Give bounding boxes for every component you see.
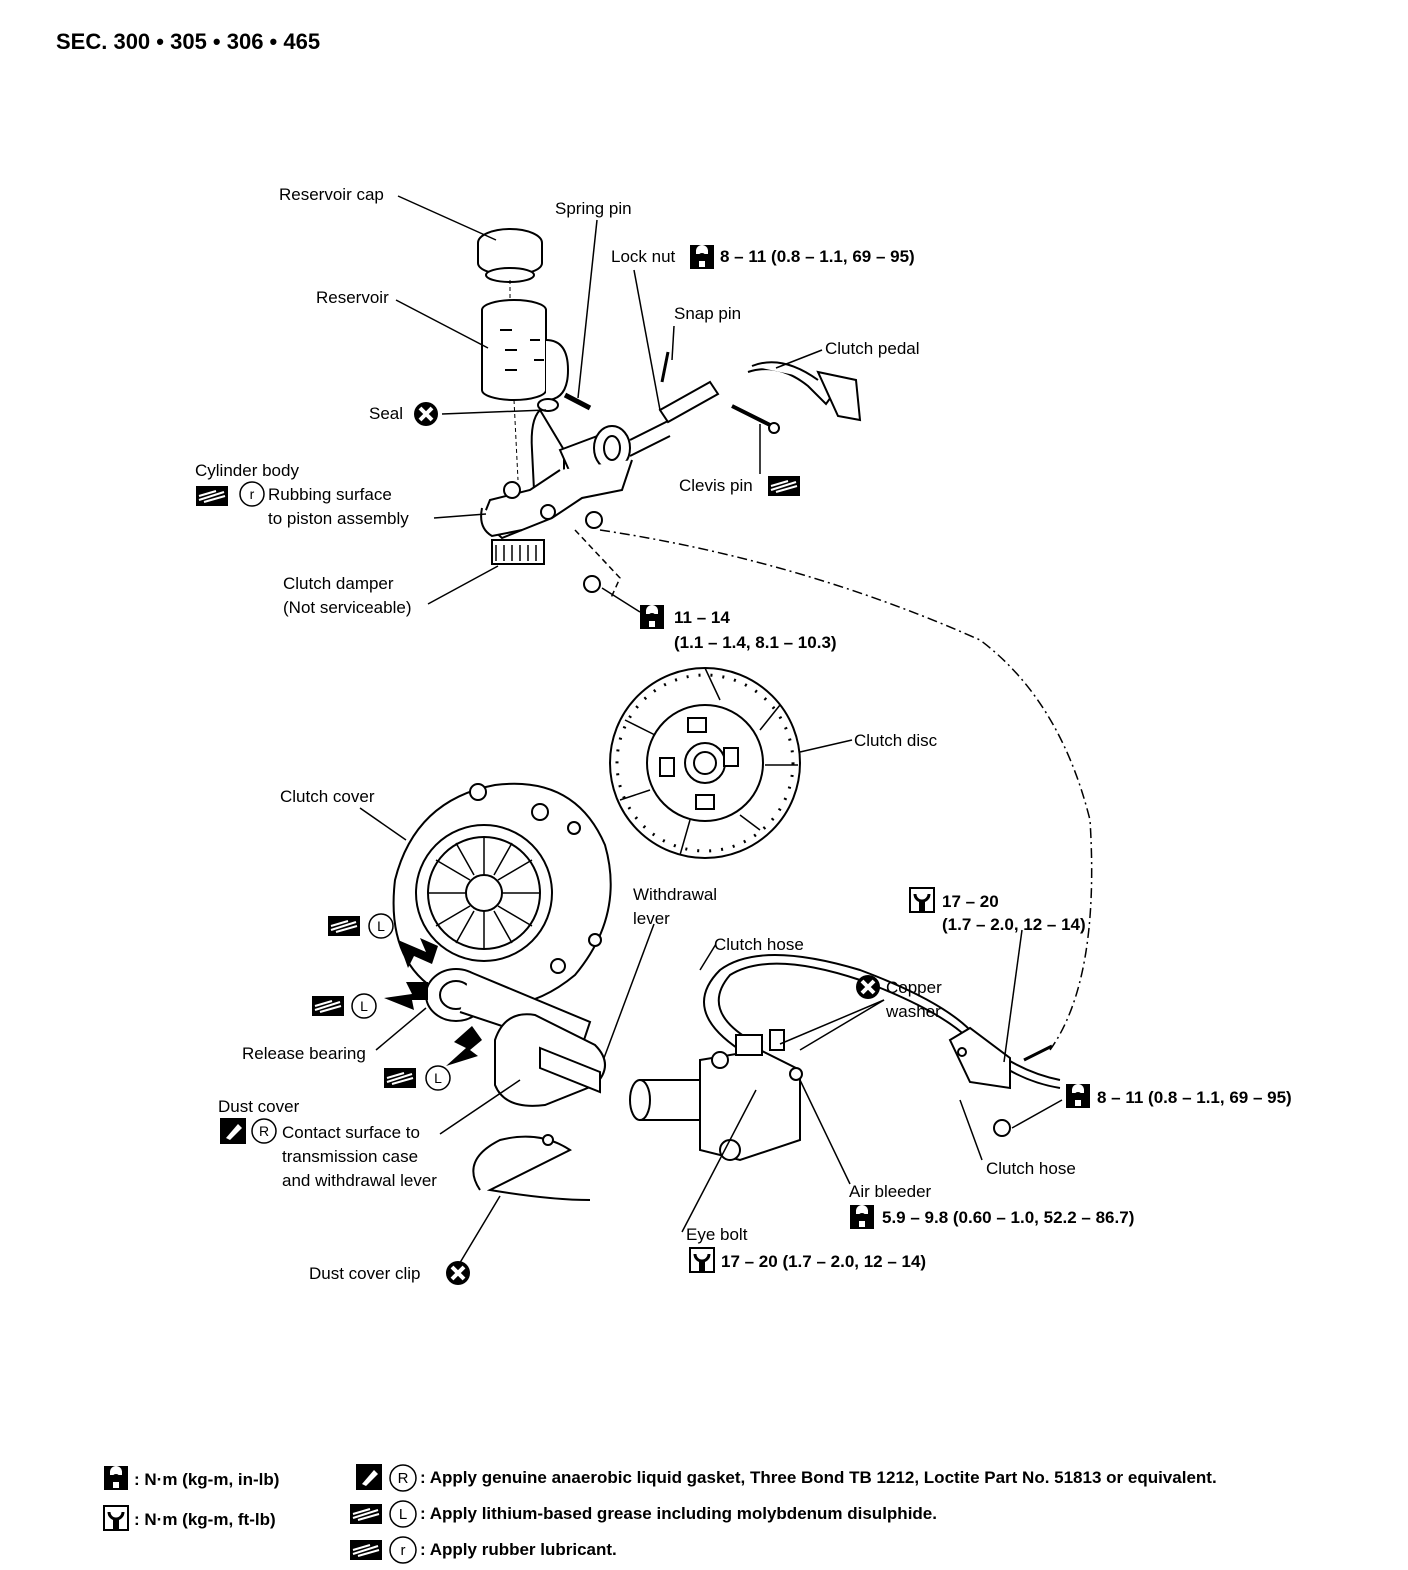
label-clutch-cover: Clutch cover: [280, 787, 375, 806]
hose-bracket-part: [948, 1026, 1053, 1090]
svg-text:L: L: [434, 1070, 442, 1086]
label-clutch-damper: Clutch damper: [283, 574, 394, 593]
label-lock-nut: Lock nut: [611, 247, 676, 266]
assembly-arrows: [384, 938, 482, 1066]
circle-L-icon-2: L: [351, 993, 377, 1019]
svg-text:R: R: [398, 1470, 409, 1487]
legend-grease-icon-2: [349, 1539, 383, 1561]
legend-gasket-icon: [356, 1464, 382, 1490]
label-rubbing-surface: Rubbing surface: [268, 485, 392, 504]
cover-grease-icon-2: [311, 995, 345, 1017]
cover-grease-icon-1: [327, 915, 361, 937]
hose-torque-icon: [908, 886, 936, 914]
label-not-serviceable: (Not serviceable): [283, 598, 412, 617]
bracket-torque-value: 8 – 11 (0.8 – 1.1, 69 – 95): [1097, 1088, 1292, 1107]
circle-L-icon-3: L: [425, 1065, 451, 1091]
circle-R-icon: R: [251, 1118, 277, 1144]
air-bleeder-torque-icon: [850, 1205, 874, 1229]
svg-text:r: r: [250, 486, 255, 502]
eye-bolt-torque-icon: [688, 1246, 716, 1274]
label-dust-cover: Dust cover: [218, 1097, 300, 1116]
label-dust-cover-clip: Dust cover clip: [309, 1264, 421, 1283]
air-bleeder-torque-value: 5.9 – 9.8 (0.60 – 1.0, 52.2 – 86.7): [882, 1208, 1135, 1227]
label-washer: washer: [886, 1002, 941, 1021]
bolt-torque-value-2: (1.1 – 1.4, 8.1 – 10.3): [674, 633, 837, 652]
legend-wrench-open-icon: [102, 1504, 130, 1532]
label-clutch-hose-lower: Clutch hose: [986, 1159, 1076, 1178]
legend-torque-ft-lb: : N·m (kg-m, ft-lb): [134, 1510, 276, 1529]
legend-circle-r-icon: r: [389, 1536, 417, 1564]
label-reservoir-cap: Reservoir cap: [279, 185, 384, 204]
bolt-torque-icon: [640, 605, 664, 629]
svg-text:L: L: [360, 998, 368, 1014]
svg-text:L: L: [399, 1506, 407, 1523]
clutch-pedal-part: [747, 361, 862, 422]
label-clevis-pin: Clevis pin: [679, 476, 753, 495]
lock-nut-torque-value: 8 – 11 (0.8 – 1.1, 69 – 95): [720, 247, 915, 266]
label-contact-surface: Contact surface to: [282, 1123, 420, 1142]
reservoir-part: [481, 299, 570, 401]
label-lever: lever: [633, 909, 670, 928]
clutch-cover-part: [392, 782, 612, 1008]
bracket-torque-icon: [1066, 1084, 1090, 1108]
label-clutch-disc: Clutch disc: [854, 731, 938, 750]
copper-washer-replace-icon: [854, 973, 882, 1001]
cylinder-grease-icon: [195, 485, 229, 507]
label-withdrawal: Withdrawal: [633, 885, 718, 904]
circle-r-icon: r: [239, 481, 265, 507]
label-air-bleeder: Air bleeder: [849, 1182, 932, 1201]
section-header: SEC. 300 • 305 • 306 • 465: [56, 29, 321, 54]
label-spring-pin: Spring pin: [555, 199, 632, 218]
dust-cover-gasket-icon: [220, 1118, 246, 1144]
label-cylinder-body: Cylinder body: [195, 461, 299, 480]
leader-lines: [359, 195, 1063, 1267]
withdrawal-lever-part: [494, 1013, 606, 1107]
label-clutch-pedal: Clutch pedal: [825, 339, 920, 358]
clevis-part: [658, 351, 780, 434]
label-snap-pin: Snap pin: [674, 304, 742, 323]
label-and-withdrawal-lever: and withdrawal lever: [282, 1171, 437, 1190]
operating-cylinder-part: [629, 1029, 801, 1162]
eye-bolt-torque-value: 17 – 20 (1.7 – 2.0, 12 – 14): [721, 1252, 927, 1271]
legend-torque-in-lb: : N·m (kg-m, in-lb): [134, 1470, 280, 1489]
bearing-grease-icon: [383, 1067, 417, 1089]
bolt-torque-value-1: 11 – 14: [674, 608, 730, 627]
clevis-grease-icon: [767, 475, 801, 497]
lock-nut-torque-icon: [690, 245, 714, 269]
label-release-bearing: Release bearing: [242, 1044, 366, 1063]
legend-circle-L-icon: L: [389, 1500, 417, 1528]
label-reservoir: Reservoir: [316, 288, 389, 307]
dust-cover-clip-replace-icon: [444, 1259, 472, 1287]
label-to-piston-assembly: to piston assembly: [268, 509, 409, 528]
legend-rubber-text: : Apply rubber lubricant.: [420, 1540, 617, 1559]
legend-gasket-text: : Apply genuine anaerobic liquid gasket,…: [420, 1468, 1217, 1487]
label-clutch-hose-upper: Clutch hose: [714, 935, 804, 954]
reservoir-cap-part: [477, 228, 543, 283]
label-eye-bolt: Eye bolt: [686, 1225, 748, 1244]
svg-text:r: r: [401, 1542, 406, 1559]
legend-circle-R-icon: R: [389, 1464, 417, 1492]
circle-L-icon-1: L: [368, 913, 394, 939]
legend-wrench-solid-icon: [104, 1466, 128, 1490]
cylinder-body-part: [480, 398, 671, 540]
label-seal: Seal: [369, 404, 404, 423]
legend-grease-text: : Apply lithium-based grease including m…: [420, 1504, 937, 1523]
label-transmission-case: transmission case: [282, 1147, 419, 1166]
clutch-damper-part: [491, 539, 545, 565]
clutch-disc-part: [609, 667, 801, 859]
legend-grease-icon-1: [349, 1503, 383, 1525]
hose-torque-value-1: 17 – 20: [942, 892, 999, 911]
svg-text:R: R: [259, 1123, 269, 1139]
hose-torque-value-2: (1.7 – 2.0, 12 – 14): [942, 915, 1086, 934]
label-copper: Copper: [886, 978, 942, 997]
svg-text:L: L: [377, 918, 385, 934]
seal-replace-icon: [412, 400, 440, 428]
